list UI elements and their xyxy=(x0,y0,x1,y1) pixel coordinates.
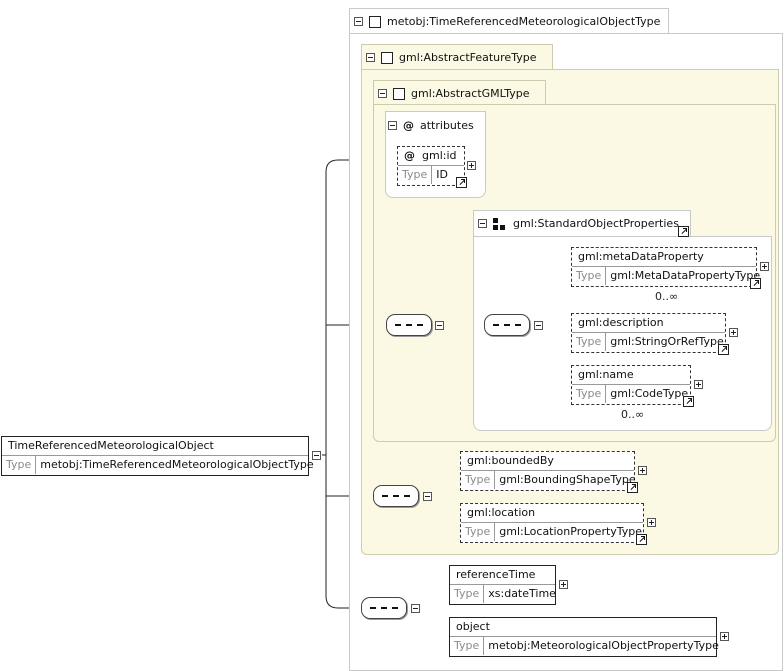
group-icon xyxy=(493,217,507,230)
type-label: Type xyxy=(572,333,607,351)
type-value: gml:MetaDataPropertyType xyxy=(610,269,761,282)
type-value: gml:LocationPropertyType xyxy=(499,525,643,538)
feature-type-tab[interactable]: gml:AbstractFeatureType xyxy=(361,44,553,70)
expand-toggle-icon[interactable] xyxy=(729,328,738,337)
expand-toggle-icon[interactable] xyxy=(760,262,769,271)
attribute-name: gml:id xyxy=(422,149,457,162)
collapse-toggle-icon[interactable] xyxy=(478,219,487,228)
type-label: Type xyxy=(572,385,607,403)
type-value: gml:CodeType xyxy=(610,387,689,400)
collapse-toggle-icon[interactable] xyxy=(534,321,543,330)
sequence-compositor-icon[interactable] xyxy=(361,597,407,619)
element-name: object xyxy=(450,618,716,637)
collapse-toggle-icon[interactable] xyxy=(423,492,432,501)
sequence-compositor-icon[interactable] xyxy=(484,314,530,336)
collapse-toggle-icon[interactable] xyxy=(435,321,444,330)
type-value: ID xyxy=(436,168,448,181)
type-link-icon[interactable] xyxy=(636,534,647,545)
gml-type-name: gml:AbstractGMLType xyxy=(411,87,530,100)
type-link-icon[interactable] xyxy=(683,396,694,407)
element-name: TimeReferencedMeteorologicalObject xyxy=(2,437,308,456)
collapse-toggle-icon[interactable] xyxy=(354,17,363,26)
type-value: xs:dateTime xyxy=(488,587,556,600)
type-label: Type xyxy=(450,637,485,655)
group-name: gml:StandardObjectProperties xyxy=(513,217,679,230)
outer-type-tab[interactable]: metobj:TimeReferencedMeteorologicalObjec… xyxy=(349,8,669,34)
attributes-header[interactable]: @ attributes xyxy=(388,119,474,132)
type-label: Type xyxy=(398,166,433,184)
type-link-icon[interactable] xyxy=(718,344,729,355)
group-tab[interactable]: gml:StandardObjectProperties xyxy=(473,210,691,236)
gml-type-tab[interactable]: gml:AbstractGMLType xyxy=(373,80,546,106)
element-name: referenceTime xyxy=(450,566,555,585)
type-value: gml:StringOrRefType xyxy=(610,335,724,348)
type-value: gml:BoundingShapeType xyxy=(499,473,636,486)
expand-toggle-icon[interactable] xyxy=(647,518,656,527)
collapse-toggle-icon[interactable] xyxy=(312,451,321,460)
type-value: metobj:MeteorologicalObjectPropertyType xyxy=(488,639,719,652)
occurrence-label: 0..∞ xyxy=(655,290,679,303)
complex-type-icon xyxy=(393,87,405,100)
collapse-toggle-icon[interactable] xyxy=(366,53,375,62)
sequence-compositor-icon[interactable] xyxy=(373,485,419,507)
feature-type-name: gml:AbstractFeatureType xyxy=(399,51,537,64)
element-name: gml:name xyxy=(572,366,690,385)
outer-type-name: metobj:TimeReferencedMeteorologicalObjec… xyxy=(387,15,661,28)
type-label: Type xyxy=(450,585,485,603)
sequence-compositor-icon[interactable] xyxy=(386,314,432,336)
type-value: metobj:TimeReferencedMeteorologicalObjec… xyxy=(40,458,314,471)
type-link-icon[interactable] xyxy=(627,482,638,493)
type-label: Type xyxy=(461,523,496,541)
type-label: Type xyxy=(461,471,496,489)
expand-toggle-icon[interactable] xyxy=(559,580,568,589)
occurrence-label: 0..∞ xyxy=(621,408,645,421)
collapse-toggle-icon[interactable] xyxy=(411,604,420,613)
complex-type-icon xyxy=(369,15,381,28)
element-name: gml:description xyxy=(572,314,725,333)
expand-toggle-icon[interactable] xyxy=(467,161,476,170)
type-label: Type xyxy=(2,456,37,474)
expand-toggle-icon[interactable] xyxy=(694,380,703,389)
element-name: gml:boundedBy xyxy=(461,452,634,471)
complex-type-icon xyxy=(381,51,393,64)
attribute-icon: @ xyxy=(403,119,414,132)
attributes-label: attributes xyxy=(420,119,474,132)
collapse-toggle-icon[interactable] xyxy=(388,121,397,130)
type-link-icon[interactable] xyxy=(456,177,467,188)
expand-toggle-icon[interactable] xyxy=(638,466,647,475)
collapse-toggle-icon[interactable] xyxy=(378,89,387,98)
type-link-icon[interactable] xyxy=(750,278,761,289)
element-name: gml:metaDataProperty xyxy=(572,248,756,267)
type-link-icon[interactable] xyxy=(678,226,689,237)
type-label: Type xyxy=(572,267,607,285)
expand-toggle-icon[interactable] xyxy=(720,632,729,641)
attribute-icon: @ xyxy=(404,149,415,162)
element-name: gml:location xyxy=(461,504,643,523)
